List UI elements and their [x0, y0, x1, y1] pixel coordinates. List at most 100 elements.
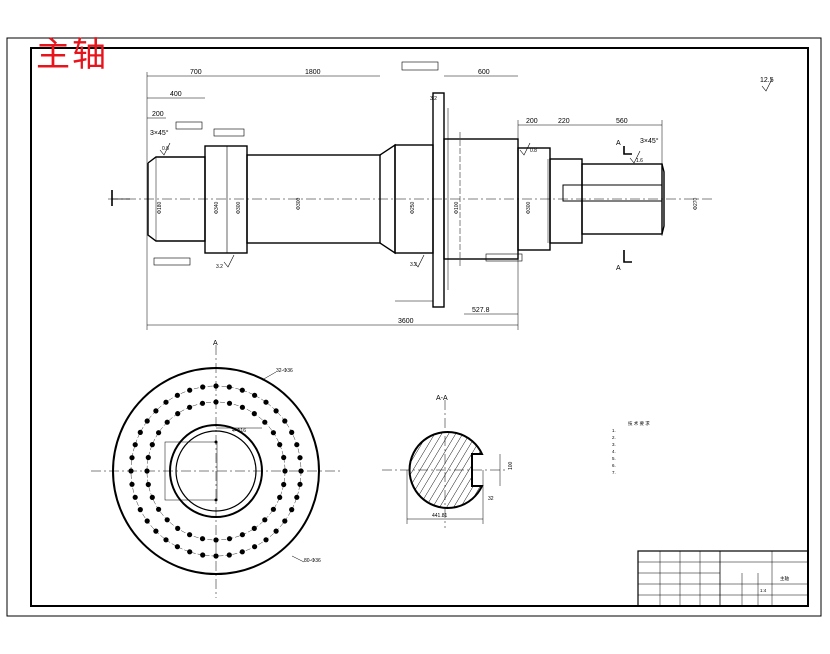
bolt-hole	[129, 455, 135, 461]
dim-3600: 3600	[398, 318, 414, 325]
bolt-hole	[262, 517, 268, 523]
title-block-part-name: 主轴	[780, 575, 789, 582]
bolt-hole	[226, 400, 233, 406]
dim-200b: 200	[526, 118, 538, 125]
center-hole	[214, 498, 218, 502]
dia-1: Φ180	[157, 201, 163, 214]
flange-width: 527.8	[472, 307, 490, 314]
bolt-hole	[273, 528, 279, 534]
section-dim-width: 441.81	[432, 513, 448, 519]
hatch-line	[438, 432, 482, 509]
callout-holes-small: 4-Φ16	[232, 428, 246, 434]
bolt-hole	[132, 494, 138, 500]
tolerance-frames	[153, 61, 523, 266]
hatch-line	[409, 432, 458, 509]
note-1: 1.	[612, 428, 616, 433]
bolt-hole	[263, 399, 269, 405]
bolt-hole	[226, 384, 232, 390]
section-mark-a-bottom: A	[616, 265, 621, 272]
bolt-hole	[239, 387, 245, 393]
dim-700: 700	[190, 69, 202, 76]
ra-2: 3.2	[216, 264, 223, 270]
callout-holes-outer: 32-Φ36	[276, 368, 293, 374]
bolt-hole	[239, 549, 245, 555]
notes-heading: 技 术 要 求	[628, 420, 650, 427]
dia-6: Φ100	[454, 201, 460, 214]
dia-5: Φ250	[410, 201, 416, 214]
bolt-hole	[132, 442, 138, 448]
dia-2: Φ340	[214, 201, 220, 214]
roughness-values: 0.8 3.2 0.8 3.2 1.6 3.2	[162, 96, 643, 270]
diameter-labels: Φ180 Φ340 Φ300 Φ300 Φ250 Φ100 Φ300 Φ270	[157, 197, 699, 214]
bolt-hole	[297, 455, 303, 461]
bolt-hole	[200, 552, 206, 558]
flange-view-label: A	[213, 340, 218, 347]
sheet-border	[6, 37, 822, 617]
title-block	[637, 550, 809, 607]
bolt-hole	[149, 494, 155, 500]
bolt-hole	[239, 532, 245, 538]
bolt-hole	[251, 525, 257, 532]
bolt-hole	[187, 549, 193, 555]
section-dim-depth: 32	[488, 496, 494, 502]
bolt-hole	[149, 442, 155, 448]
bolt-hole	[213, 383, 219, 389]
bolt-hole	[164, 517, 170, 523]
note-6: 6.	[612, 463, 616, 468]
ra-3: 0.8	[530, 148, 537, 154]
bolt-hole	[128, 468, 134, 474]
ra-1: 0.8	[162, 146, 169, 152]
bolt-hole	[199, 536, 206, 542]
right-chamfer: 3×45°	[640, 137, 659, 145]
bolt-hole	[187, 532, 193, 538]
bolt-hole	[156, 430, 162, 436]
bolt-hole	[297, 481, 303, 487]
dim-200: 200	[152, 111, 164, 118]
bolt-hole	[273, 408, 279, 414]
bolt-hole	[187, 387, 193, 393]
hatch-line	[409, 432, 451, 509]
flange-bolt-holes	[128, 383, 304, 559]
bolt-hole	[145, 481, 151, 488]
note-3: 3.	[612, 442, 616, 447]
dim-1800: 1800	[305, 69, 321, 76]
section-aa-view	[382, 400, 508, 528]
bolt-hole	[298, 468, 304, 474]
hatch-line	[409, 432, 444, 509]
bolt-hole	[282, 468, 288, 474]
dia-3: Φ300	[236, 201, 242, 214]
bolt-hole	[282, 518, 288, 524]
bolt-hole	[289, 429, 295, 435]
center-hole	[214, 440, 218, 444]
bolt-hole	[144, 468, 150, 474]
left-chamfer: 3×45°	[150, 129, 169, 137]
bolt-hole	[277, 442, 283, 448]
bolt-hole	[153, 408, 159, 414]
bolt-hole	[281, 454, 287, 461]
bolt-hole	[294, 494, 300, 500]
bolt-hole	[163, 537, 169, 543]
technical-notes: 技 术 要 求 1. 2. 3. 4. 5. 6. 7.	[612, 420, 650, 475]
ra-6: 3.2	[430, 96, 437, 102]
section-view-label: A-A	[436, 395, 448, 402]
bolt-hole	[281, 481, 287, 488]
bolt-hole	[174, 392, 180, 398]
dim-220: 220	[558, 118, 570, 125]
roughness-symbols	[159, 78, 773, 268]
bolt-hole	[137, 429, 143, 435]
hatch-line	[431, 432, 482, 509]
ra-5: 1.6	[636, 158, 643, 164]
bolt-hole	[153, 528, 159, 534]
bolt-hole	[239, 404, 245, 410]
bolt-hole	[156, 506, 162, 512]
bolt-hole	[129, 481, 135, 487]
bolt-hole	[144, 418, 150, 424]
drawing-title: 主轴	[36, 35, 108, 75]
note-4: 4.	[612, 449, 616, 454]
dim-400: 400	[170, 91, 182, 98]
bolt-hole	[163, 399, 169, 405]
bolt-hole	[187, 404, 193, 410]
note-7: 7.	[612, 470, 616, 475]
bolt-hole	[213, 537, 219, 543]
